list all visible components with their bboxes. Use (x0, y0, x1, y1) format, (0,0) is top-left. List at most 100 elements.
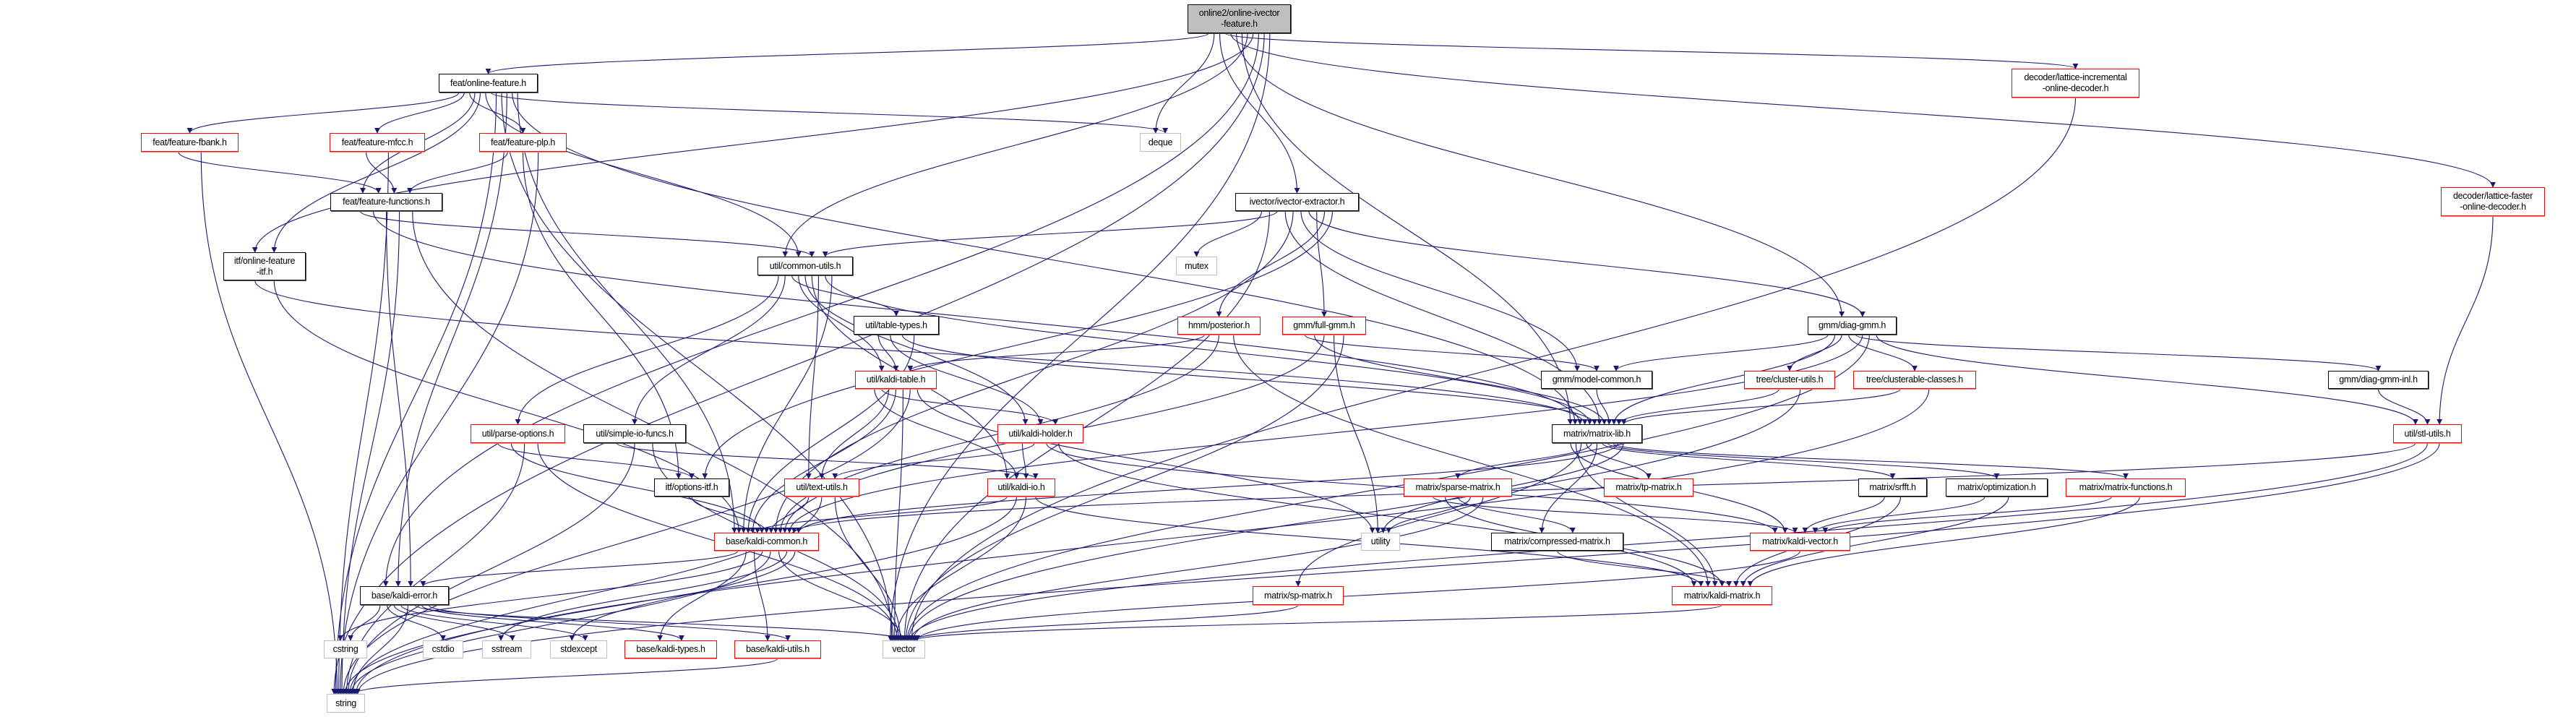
node-simple-io[interactable]: util/simple-io-funcs.h (583, 424, 686, 443)
edge-common-utils-to-matrix-lib (825, 275, 1593, 425)
node-kaldi-holder[interactable]: util/kaldi-holder.h (997, 424, 1083, 443)
edge-kaldi-error-to-kaldi-types (421, 604, 684, 641)
node-kaldi-io[interactable]: util/kaldi-io.h (987, 478, 1055, 497)
node-common-utils[interactable]: util/common-utils.h (757, 257, 853, 275)
edge-kaldi-error-to-vector (414, 604, 906, 641)
node-fbank[interactable]: feat/feature-fbank.h (141, 133, 239, 152)
edge-kaldi-table-to-text-utils (819, 388, 890, 479)
edge-ivector-to-options-itf (702, 210, 1334, 479)
edge-kaldi-holder-to-kaldi-io (1021, 442, 1029, 479)
node-lat-inc[interactable]: decoder/lattice-incremental -online-deco… (2012, 69, 2139, 98)
edge-root-to-matrix-lib (1241, 33, 1573, 425)
edge-ivector-to-common-utils (822, 210, 1278, 257)
node-text-utils[interactable]: util/text-utils.h (784, 478, 859, 497)
edge-root-to-deque (1152, 33, 1215, 134)
node-stl-utils[interactable]: util/stl-utils.h (2393, 424, 2462, 443)
edge-common-utils-to-table-types (791, 275, 899, 317)
edge-feat-funcs-to-matrix-lib (372, 210, 1583, 425)
node-parse-options[interactable]: util/parse-options.h (471, 424, 565, 443)
node-sparse-matrix[interactable]: matrix/sparse-matrix.h (1404, 478, 1512, 497)
node-srfft[interactable]: matrix/srfft.h (1858, 478, 1927, 497)
edge-feat-funcs-to-common-utils (359, 210, 815, 257)
edge-root-to-online-feature (485, 33, 1209, 74)
edge-fbank-to-feat-funcs (178, 151, 382, 194)
edge-kaldi-common-to-cstring (338, 550, 763, 641)
node-sp-matrix[interactable]: matrix/sp-matrix.h (1253, 586, 1344, 605)
edge-kaldi-table-to-utility (916, 388, 1375, 533)
node-mfcc[interactable]: feat/feature-mfcc.h (330, 133, 425, 152)
edge-kaldi-holder-to-text-utils (832, 442, 1035, 479)
edge-posterior-to-kaldi-table (907, 334, 1205, 372)
edge-text-utils-to-kaldi-common (768, 496, 810, 533)
edge-feat-funcs-to-kaldi-error (385, 210, 414, 587)
edge-simple-io-to-kaldi-io (616, 442, 1039, 479)
edge-matrix-lib-to-kaldi-matrix (1575, 442, 1718, 587)
edge-kaldi-error-to-sstream (393, 604, 515, 641)
node-tp-matrix[interactable]: matrix/tp-matrix.h (1604, 478, 1693, 497)
node-cstdio[interactable]: cstdio (423, 640, 463, 658)
node-plp[interactable]: feat/feature-plp.h (479, 133, 567, 152)
edge-kaldi-common-to-kaldi-utils (754, 550, 770, 641)
node-kaldi-error[interactable]: base/kaldi-error.h (360, 586, 449, 605)
node-matrix-lib[interactable]: matrix/matrix-lib.h (1552, 424, 1642, 443)
edge-diag-gmm-inl-to-stl-utils (2377, 388, 2431, 425)
edge-fbank-to-string (200, 151, 340, 695)
edge-kaldi-table-to-vector (891, 388, 903, 641)
node-utility[interactable]: utility (1361, 533, 1400, 551)
node-matrix-functions[interactable]: matrix/matrix-functions.h (2066, 478, 2186, 497)
node-options-itf[interactable]: itf/options-itf.h (654, 478, 729, 497)
edge-kaldi-common-to-kaldi-error (420, 550, 739, 587)
edge-online-feature-to-mfcc (374, 92, 465, 134)
node-vector[interactable]: vector (883, 640, 925, 658)
edge-online-feature-to-fbank (186, 92, 460, 134)
edge-kaldi-table-to-string (340, 388, 911, 695)
edge-kaldi-io-to-vector (893, 496, 1027, 641)
edge-sparse-matrix-to-utility (1386, 496, 1472, 533)
edge-diag-gmm-to-stl-utils (1876, 334, 2418, 425)
node-lat-fast[interactable]: decoder/lattice-faster -online-decoder.h (2441, 187, 2545, 216)
node-feat-funcs[interactable]: feat/feature-functions.h (330, 193, 442, 211)
node-compressed[interactable]: matrix/compressed-matrix.h (1491, 533, 1623, 551)
edge-srfft-to-kaldi-vector (1802, 496, 1885, 533)
edge-mfcc-to-string (335, 151, 389, 695)
node-kaldi-types[interactable]: base/kaldi-types.h (624, 640, 717, 658)
edge-sparse-matrix-to-compressed (1457, 496, 1576, 533)
edge-feat-funcs-to-string (339, 210, 400, 695)
node-ivector[interactable]: ivector/ivector-extractor.h (1235, 193, 1359, 211)
node-model-common[interactable]: gmm/model-common.h (1541, 371, 1652, 389)
edge-sparse-matrix-to-vector (910, 496, 1484, 641)
node-cstring[interactable]: cstring (324, 640, 367, 658)
node-clusterable[interactable]: tree/clusterable-classes.h (1853, 371, 1976, 389)
edge-matrix-lib-to-sp-matrix (1295, 442, 1582, 587)
edge-parse-options-to-options-itf (497, 442, 695, 479)
edge-cluster-utils-to-vector (906, 388, 1801, 641)
node-mutex[interactable]: mutex (1176, 257, 1217, 275)
edge-online-feature-to-kaldi-error (395, 92, 507, 587)
node-full-gmm[interactable]: gmm/full-gmm.h (1282, 317, 1366, 335)
node-string[interactable]: string (327, 694, 365, 713)
node-online-feature[interactable]: feat/online-feature.h (439, 74, 538, 93)
node-root[interactable]: online2/online-ivector -feature.h (1188, 4, 1291, 33)
edge-kaldi-common-to-stdexcept (569, 550, 796, 641)
node-optimization[interactable]: matrix/optimization.h (1946, 478, 2048, 497)
node-kaldi-vector[interactable]: matrix/kaldi-vector.h (1750, 533, 1850, 551)
node-diag-gmm-inl[interactable]: gmm/diag-gmm-inl.h (2328, 371, 2429, 389)
edge-online-itf-to-matrix-lib (254, 280, 1588, 425)
node-table-types[interactable]: util/table-types.h (854, 316, 939, 335)
edge-matrix-lib-to-sparse-matrix (1455, 442, 1592, 479)
edge-kaldi-matrix-to-vector (913, 604, 1723, 641)
node-kaldi-utils[interactable]: base/kaldi-utils.h (734, 640, 821, 658)
node-cluster-utils[interactable]: tree/cluster-utils.h (1744, 371, 1835, 389)
node-posterior[interactable]: hmm/posterior.h (1177, 317, 1261, 335)
node-diag-gmm[interactable]: gmm/diag-gmm.h (1808, 317, 1897, 335)
edge-common-utils-to-kaldi-holder (804, 275, 1029, 425)
node-kaldi-table[interactable]: util/kaldi-table.h (855, 371, 937, 389)
node-kaldi-matrix[interactable]: matrix/kaldi-matrix.h (1672, 586, 1772, 605)
node-sstream[interactable]: sstream (482, 640, 531, 658)
node-deque[interactable]: deque (1140, 133, 1181, 152)
node-kaldi-common[interactable]: base/kaldi-common.h (714, 533, 819, 551)
edge-kaldi-common-to-kaldi-types (657, 550, 747, 641)
node-stdexcept[interactable]: stdexcept (550, 640, 607, 658)
node-online-itf[interactable]: itf/online-feature -itf.h (223, 252, 306, 280)
